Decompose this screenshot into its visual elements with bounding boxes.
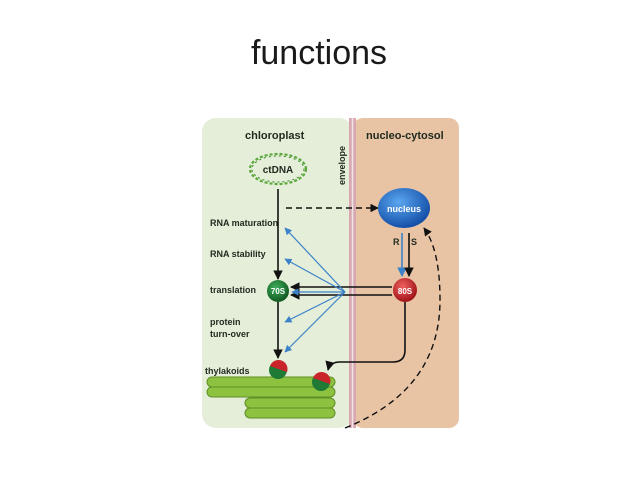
ribosome-80s-label: 80S: [398, 287, 413, 296]
cytosol-region: [353, 118, 459, 428]
thylakoid-protein-marker-right: [312, 371, 331, 391]
ribosome-70s-label: 70S: [271, 287, 286, 296]
rna-stability-label: RNA stability: [210, 249, 266, 259]
rna-maturation-label: RNA maturation: [210, 218, 278, 228]
s-label: S: [411, 237, 417, 247]
80s-to-thylakoid-arrow: [325, 302, 406, 371]
nucleus-label: nucleus: [387, 204, 421, 214]
slide-title: functions: [250, 34, 388, 72]
chloroplast-label: chloroplast: [245, 130, 305, 142]
ribosome-70s: [267, 280, 289, 302]
r-label: R: [393, 237, 400, 247]
envelope-label: envelope: [337, 146, 347, 185]
turnover-label: turn-over: [210, 329, 250, 339]
ctdna-icon: [248, 152, 308, 186]
thylakoid-protein-marker-left: [269, 359, 288, 379]
thylakoids-label: thylakoids: [205, 366, 250, 376]
thylakoid-to-nucleus-dashed-arrow: [344, 227, 441, 429]
ribosome-80s: [393, 278, 417, 302]
thylakoid-stacks: [206, 376, 336, 419]
cytosol-label: nucleo-cytosol: [366, 130, 444, 142]
regulation-blue-arrows: [284, 227, 346, 353]
ctdna-label: ctDNA: [263, 165, 294, 176]
translation-label: translation: [210, 285, 256, 295]
nucleus-node: [378, 188, 430, 228]
protein-label: protein: [210, 317, 241, 327]
